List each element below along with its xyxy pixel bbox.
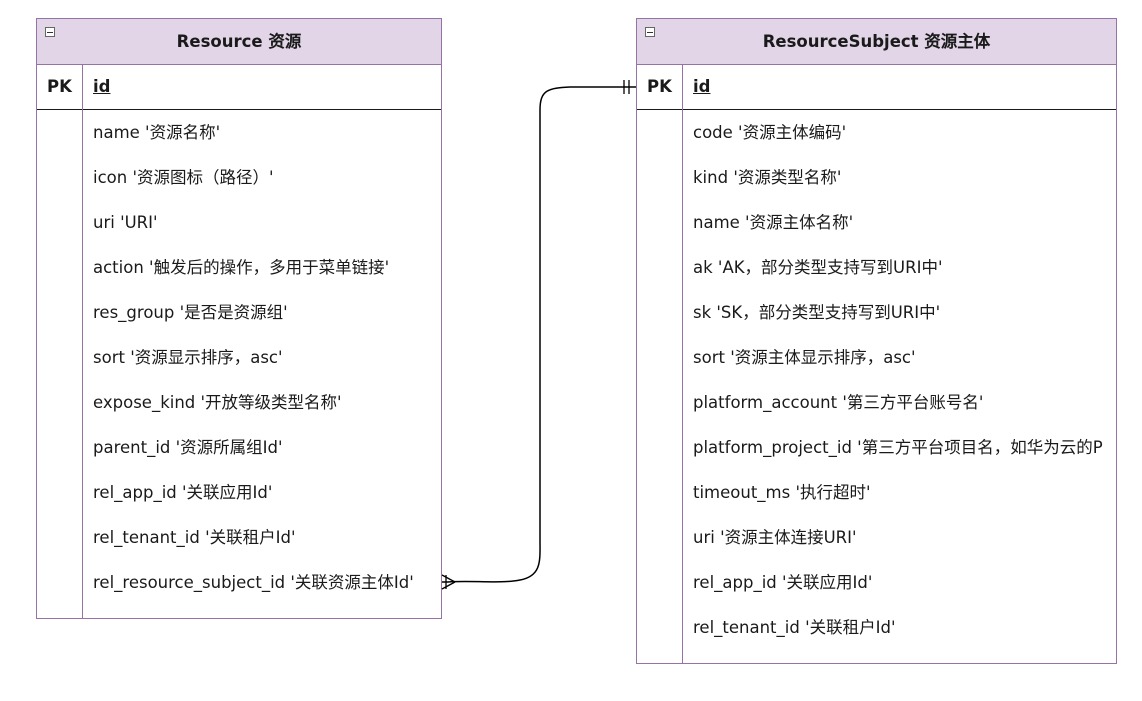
field-list: name '资源名称' icon '资源图标（路径）' uri 'URI' ac…: [93, 110, 441, 605]
relationship-line: [442, 86, 636, 583]
field-row[interactable]: expose_kind '开放等级类型名称': [93, 393, 342, 412]
field-row[interactable]: parent_id '资源所属组Id': [93, 438, 283, 457]
field-row[interactable]: platform_account '第三方平台账号名': [693, 393, 984, 412]
field-row[interactable]: kind '资源类型名称': [693, 168, 842, 187]
field-row[interactable]: name '资源名称': [93, 123, 221, 142]
primary-key-row: PK id: [37, 65, 441, 110]
field-row[interactable]: rel_tenant_id '关联租户Id': [93, 528, 296, 547]
field-row[interactable]: res_group '是否是资源组': [93, 303, 288, 322]
collapse-icon[interactable]: [45, 27, 55, 37]
field-row[interactable]: rel_resource_subject_id '关联资源主体Id': [93, 573, 414, 592]
field-row[interactable]: timeout_ms '执行超时': [693, 483, 871, 502]
field-row[interactable]: sk 'SK，部分类型支持写到URI中': [693, 303, 941, 322]
field-row[interactable]: code '资源主体编码': [693, 123, 847, 142]
collapse-icon[interactable]: [645, 27, 655, 37]
field-row[interactable]: platform_project_id '第三方平台项目名，如华为云的P: [693, 438, 1103, 457]
crows-foot-icon: [441, 574, 456, 590]
exactly-one-icon: [623, 80, 630, 94]
field-row[interactable]: rel_app_id '关联应用Id': [693, 573, 873, 592]
field-row[interactable]: action '触发后的操作，多用于菜单链接': [93, 258, 390, 277]
entity-header: ResourceSubject 资源主体: [637, 19, 1116, 65]
entity-title: Resource 资源: [176, 32, 302, 51]
primary-key-row: PK id: [637, 65, 1116, 110]
field-row[interactable]: uri 'URI': [93, 213, 158, 232]
field-row[interactable]: ak 'AK，部分类型支持写到URI中': [693, 258, 943, 277]
field-row[interactable]: rel_app_id '关联应用Id': [93, 483, 273, 502]
field-list: code '资源主体编码' kind '资源类型名称' name '资源主体名称…: [693, 110, 1116, 650]
field-row[interactable]: name '资源主体名称': [693, 213, 854, 232]
pk-label: PK: [647, 77, 672, 96]
entity-header: Resource 资源: [37, 19, 441, 65]
pk-field: id: [93, 77, 111, 96]
pk-label: PK: [47, 77, 72, 96]
entity-resource[interactable]: Resource 资源 PK id name '资源名称' icon '资源图标…: [36, 18, 442, 619]
field-row[interactable]: sort '资源主体显示排序，asc': [693, 348, 916, 367]
field-row[interactable]: icon '资源图标（路径）': [93, 168, 274, 187]
field-row[interactable]: rel_tenant_id '关联租户Id': [693, 618, 896, 637]
pk-field: id: [693, 77, 711, 96]
key-column-divider: [682, 65, 683, 663]
field-row[interactable]: sort '资源显示排序，asc': [93, 348, 283, 367]
entity-title: ResourceSubject 资源主体: [762, 32, 991, 51]
entity-resource-subject[interactable]: ResourceSubject 资源主体 PK id code '资源主体编码'…: [636, 18, 1117, 664]
key-column-divider: [82, 65, 83, 618]
field-row[interactable]: uri '资源主体连接URI': [693, 528, 857, 547]
